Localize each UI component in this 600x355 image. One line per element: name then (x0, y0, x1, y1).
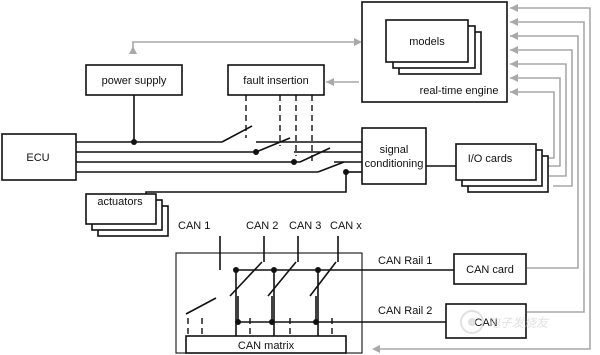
can-card-block: CAN card (453, 253, 527, 285)
signal-wires (76, 95, 456, 194)
actuators-block: actuators (85, 193, 169, 237)
can-rail-2-label: CAN Rail 2 (378, 305, 432, 317)
fault-insertion-label: fault insertion (243, 75, 308, 87)
signal-conditioning-block: signal conditioning (361, 127, 427, 185)
can-matrix-region: CAN matrix (175, 236, 454, 354)
power-supply-label: power supply (102, 75, 167, 87)
watermark-logo: 电子发烧友 (460, 310, 550, 334)
actuators-label: actuators (97, 196, 143, 208)
can-card-2-block: CAN (445, 303, 527, 339)
can-card-label: CAN card (466, 264, 514, 276)
watermark-text: 电子发烧友 (488, 316, 550, 330)
can-card-2-label: CAN (474, 317, 497, 329)
io-cards-label: I/O cards (468, 153, 513, 165)
signal-conditioning-label-1: signal (380, 144, 409, 156)
io-cards-block: I/O cards (455, 143, 549, 193)
can-channel-label: CAN x (330, 220, 362, 232)
can-channel-label: CAN 3 (289, 220, 321, 232)
fault-insertion-block: fault insertion (227, 64, 325, 96)
models-label: models (409, 36, 445, 48)
real-time-engine-block: models real-time engine (361, 1, 508, 103)
real-time-engine-label: real-time engine (420, 85, 499, 97)
power-supply-block: power supply (85, 64, 183, 96)
can-channel-labels: CAN 1 CAN 2 CAN 3 CAN x (178, 220, 362, 232)
ecu-block: ECU (1, 133, 77, 181)
feedback-arrows (129, 4, 591, 353)
ecu-label: ECU (26, 152, 49, 164)
can-channel-label: CAN 1 (178, 220, 210, 232)
can-matrix-label: CAN matrix (238, 340, 295, 352)
can-channel-label: CAN 2 (246, 220, 278, 232)
signal-conditioning-label-2: conditioning (365, 158, 424, 170)
can-rail-1-label: CAN Rail 1 (378, 255, 432, 267)
